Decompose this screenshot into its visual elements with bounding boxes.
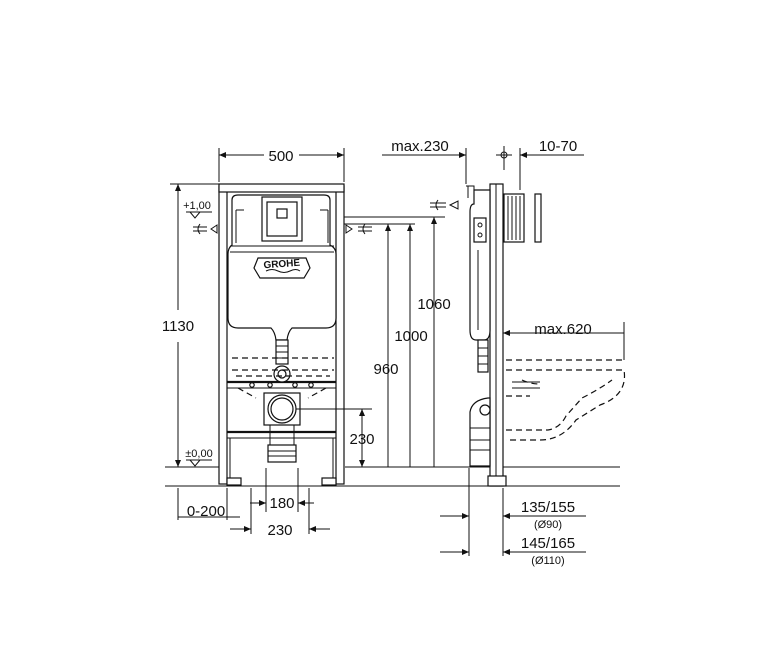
- level-marker-icon: [186, 459, 212, 467]
- level-marker-icon: [186, 211, 212, 219]
- level-floor: ±0,00: [185, 448, 212, 460]
- side-frame: [466, 183, 542, 487]
- dim-height-1060: 1060: [417, 296, 450, 313]
- bowl-outline-front: [232, 357, 334, 399]
- water-inlet-icon: [193, 223, 372, 235]
- level-top: +1,00: [183, 200, 211, 212]
- dim-width-180: 180: [269, 495, 294, 512]
- water-inlet-icon: [430, 199, 459, 211]
- dim-range-10-70: 10-70: [539, 138, 577, 155]
- front-frame: [218, 183, 345, 486]
- cistern: GROHE: [227, 194, 337, 383]
- dim-depth-145-165: 145/165: [521, 535, 575, 552]
- dim-depth-135-155: 135/155: [521, 499, 575, 516]
- bowl-outline-side: [506, 359, 626, 441]
- dim-width-230: 230: [267, 522, 292, 539]
- waste-outlet-front: [263, 392, 301, 463]
- dim-height-1000: 1000: [394, 328, 427, 345]
- dim-height-230: 230: [349, 431, 374, 448]
- dim-width-500: 500: [268, 148, 293, 165]
- brand-logo: GROHE: [263, 258, 301, 272]
- dim-depth-90: (Ø90): [534, 519, 562, 531]
- dim-height-960: 960: [373, 361, 398, 378]
- seat-hinge: [512, 381, 540, 389]
- dim-depth-110: (Ø110): [531, 555, 564, 567]
- dim-height-1130: 1130: [162, 318, 194, 335]
- dim-max-620: max.620: [534, 321, 592, 338]
- dim-max-230: max.230: [391, 138, 449, 155]
- dim-offset-0-200: 0-200: [187, 503, 225, 520]
